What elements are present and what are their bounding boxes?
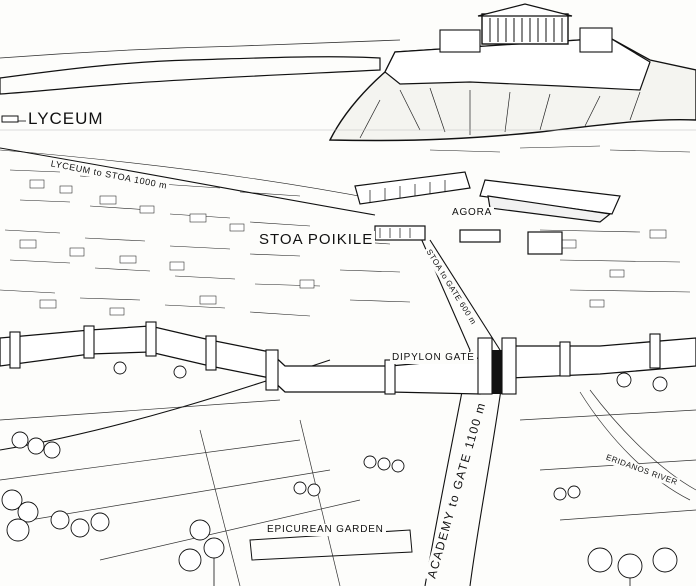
dipylon-gate-label: DIPYLON GATE	[390, 352, 477, 364]
epicurean-garden-label: EPICUREAN GARDEN	[265, 524, 386, 536]
stoa-building-icon	[354, 171, 621, 255]
stoa-columns	[369, 180, 446, 238]
lyceum-marker-icon	[1, 115, 19, 123]
agora-label: AGORA	[450, 207, 495, 219]
far-ridge	[0, 39, 401, 59]
city-wall-icon	[0, 321, 696, 395]
acropolis-icon	[328, 3, 696, 142]
stoa-poikile-label: STOA POIKILE	[257, 231, 376, 248]
city-houses-texture	[0, 129, 696, 317]
city-blocks	[19, 179, 667, 316]
tree-trunks	[213, 558, 631, 586]
mountain-ridge	[0, 56, 381, 95]
fields	[0, 389, 696, 586]
tree-icon	[1, 361, 678, 579]
lyceum-label: LYCEUM	[26, 109, 106, 128]
